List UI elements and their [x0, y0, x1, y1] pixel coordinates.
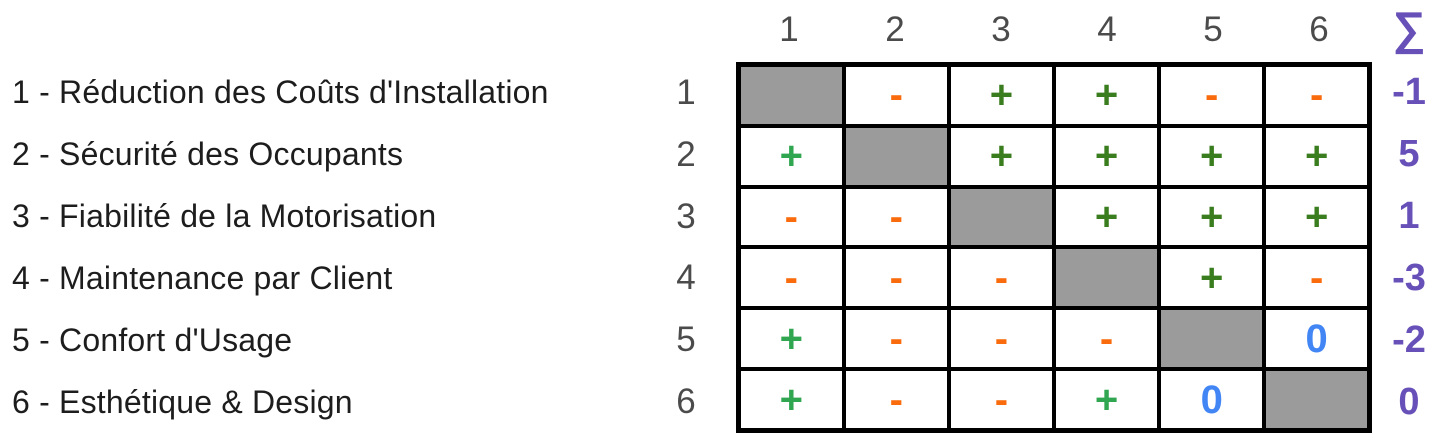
row-sum-value: -2 [1392, 318, 1426, 361]
matrix-cell-plus-dark: + [946, 62, 1056, 128]
matrix-cell-minus: - [1051, 306, 1162, 372]
matrix-cell-minus: - [946, 366, 1056, 433]
criterion-label: 1 - Réduction des Coûts d'Installation [12, 74, 549, 111]
matrix-cell-diagonal [841, 123, 951, 189]
matrix-row: +--+0 [736, 366, 1372, 433]
matrix-body: -++--+++++--+++---+-+---0+--+0 [736, 62, 1372, 433]
matrix-cell-minus: - [841, 62, 951, 128]
row-header: 2 [676, 134, 696, 174]
row-header: 5 [676, 320, 696, 360]
row-header: 6 [676, 382, 696, 422]
matrix-cell-minus: - [841, 184, 951, 250]
matrix-cell-minus: - [946, 245, 1056, 311]
column-header: 5 [1203, 10, 1223, 49]
row-sum-value: 0 [1398, 380, 1420, 423]
matrix-cell-plus-dark: + [1051, 184, 1162, 250]
matrix-cell-diagonal [1051, 245, 1162, 311]
row-header: 4 [676, 258, 696, 298]
column-header: 2 [885, 10, 905, 49]
matrix-cell-diagonal [736, 62, 846, 128]
matrix-cell-plus-dark: + [946, 123, 1056, 189]
matrix-cell-minus: - [841, 245, 951, 311]
row-sum-value: 1 [1398, 195, 1420, 238]
matrix-row: +++++ [736, 123, 1372, 189]
matrix-cell-plus-dark: + [1051, 123, 1162, 189]
matrix-cell-diagonal [946, 184, 1056, 250]
row-sum-value: 5 [1398, 133, 1420, 176]
matrix-row: --+++ [736, 184, 1372, 250]
matrix-cell-plus-light: + [736, 366, 846, 433]
matrix-row: +---0 [736, 306, 1372, 372]
matrix-row-headers: 1 2 3 4 5 6 [658, 62, 714, 433]
matrix-cell-minus: - [736, 184, 846, 250]
matrix-cell-minus: - [841, 366, 951, 433]
row-sum-value: -3 [1392, 256, 1426, 299]
matrix-cell-diagonal [1157, 306, 1267, 372]
criterion-label: 2 - Sécurité des Occupants [12, 136, 404, 173]
matrix-cell-zero: 0 [1157, 366, 1267, 433]
matrix-cell-plus-dark: + [1262, 123, 1372, 189]
column-header: 6 [1309, 10, 1329, 49]
matrix-cell-plus-dark: + [1157, 123, 1267, 189]
matrix-cell-minus: - [736, 245, 846, 311]
criterion-label: 5 - Confort d'Usage [12, 321, 293, 358]
sum-sigma-header: ∑ [1392, 2, 1426, 54]
row-sum-value: -1 [1392, 71, 1426, 114]
matrix-cell-minus: - [1262, 245, 1372, 311]
sum-column: -1 5 1 -3 -2 0 [1376, 62, 1442, 433]
matrix-cell-plus-light: + [1051, 366, 1162, 433]
matrix-cell-plus-dark: + [1157, 245, 1267, 311]
matrix-cell-minus: - [946, 306, 1056, 372]
criterion-label: 6 - Esthétique & Design [12, 383, 353, 420]
matrix-cell-plus-dark: + [1157, 184, 1267, 250]
column-header: 3 [991, 10, 1011, 49]
row-header: 3 [676, 196, 696, 236]
matrix-cell-plus-dark: + [1051, 62, 1162, 128]
matrix-cell-plus-light: + [736, 123, 846, 189]
matrix-row: -++-- [736, 62, 1372, 128]
criterion-label: 3 - Fiabilité de la Motorisation [12, 198, 437, 235]
criteria-list: 1 - Réduction des Coûts d'Installation 2 … [12, 62, 549, 433]
matrix-table: -++--+++++--+++---+-+---0+--+0 [736, 62, 1372, 433]
matrix-cell-plus-light: + [736, 306, 846, 372]
matrix-cell-minus: - [841, 306, 951, 372]
row-header: 1 [676, 72, 696, 112]
column-header: 1 [779, 10, 799, 49]
matrix-cell-diagonal [1262, 366, 1372, 433]
matrix-row: ---+- [736, 245, 1372, 311]
matrix-cell-minus: - [1157, 62, 1267, 128]
matrix-cell-plus-dark: + [1262, 184, 1372, 250]
matrix-cell-zero: 0 [1262, 306, 1372, 372]
column-header: 4 [1097, 10, 1117, 49]
matrix-cell-minus: - [1262, 62, 1372, 128]
matrix-column-headers: 1 2 3 4 5 6 [736, 4, 1372, 56]
criterion-label: 4 - Maintenance par Client [12, 259, 393, 296]
